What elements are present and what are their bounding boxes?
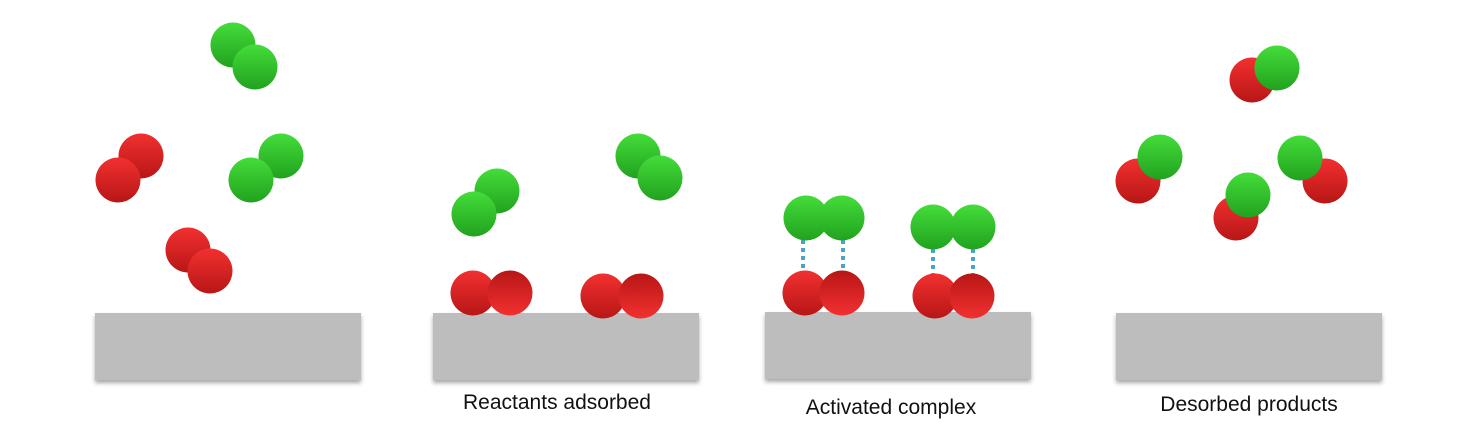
catalyst-surface (765, 312, 1031, 379)
label-desorbed-products: Desorbed products (1160, 393, 1338, 416)
green-atom (228, 157, 274, 203)
red-atom (912, 273, 958, 319)
red-atom (580, 273, 626, 319)
green-atom (910, 204, 956, 250)
red-atom (618, 273, 664, 319)
green-atom (1137, 134, 1183, 180)
catalyst-surface (95, 313, 361, 380)
catalyst-surface (1116, 313, 1382, 380)
red-atom (487, 270, 533, 316)
red-atom (450, 270, 496, 316)
green-atom (783, 195, 829, 241)
red-atom (782, 270, 828, 316)
red-atom (95, 157, 141, 203)
catalyst-surface (433, 313, 699, 380)
label-reactants-adsorbed: Reactants adsorbed (463, 391, 651, 414)
green-atom (1254, 45, 1300, 91)
green-atom (232, 44, 278, 90)
green-atom (451, 191, 497, 237)
green-atom (950, 204, 996, 250)
green-atom (1225, 172, 1271, 218)
label-activated-complex: Activated complex (805, 396, 977, 419)
red-atom (187, 248, 233, 294)
red-atom (819, 270, 865, 316)
red-atom (949, 273, 995, 319)
green-atom (637, 155, 683, 201)
green-atom (1277, 135, 1323, 181)
green-atom (258, 133, 304, 179)
green-atom (819, 195, 865, 241)
